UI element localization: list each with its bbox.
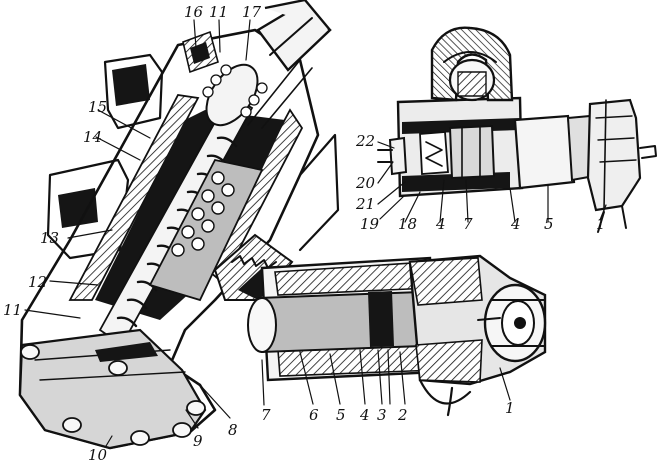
callout-2: 2 — [397, 406, 408, 424]
callout-4-inset-right: 4 — [510, 215, 521, 233]
callout-1-inset: 1 — [596, 215, 606, 233]
callout-17: 17 — [242, 3, 262, 21]
callout-4-inset-left: 4 — [435, 215, 446, 233]
adjusting-nut-top — [182, 30, 219, 74]
callout-13: 13 — [40, 229, 59, 247]
output-shaft-end — [247, 297, 277, 353]
frame-rail-dark-slot-2 — [112, 64, 150, 106]
callout-20: 20 — [355, 174, 376, 192]
housing-wall-left-section — [68, 94, 200, 301]
input-shaft — [247, 0, 332, 129]
pitman-arm-base — [418, 378, 472, 417]
callout-11-left: 11 — [3, 301, 22, 319]
end-cover — [18, 328, 207, 450]
callout-6: 6 — [309, 406, 319, 424]
output-shaft-groove — [368, 291, 394, 347]
callout-9: 9 — [193, 432, 203, 450]
inset-tie-rod-end — [377, 26, 657, 233]
callout-5-main: 5 — [336, 406, 346, 424]
callout-16: 16 — [184, 3, 204, 21]
ball-nut — [148, 158, 264, 302]
upper-bearing — [202, 63, 268, 127]
steering-gear-housing — [18, 0, 340, 450]
mounting-bracket — [103, 53, 164, 130]
callout-11-top: 11 — [209, 3, 228, 21]
callout-5-inset: 5 — [544, 215, 554, 233]
callout-15: 15 — [88, 98, 107, 116]
frame-rail-dark-slot — [58, 188, 98, 228]
callout-7-main: 7 — [261, 406, 271, 424]
output-inner-shaft — [256, 290, 424, 354]
callout-3: 3 — [377, 406, 387, 424]
callout-labels: 16 11 17 15 14 13 12 11 10 9 8 7 6 5 4 3… — [3, 3, 606, 463]
leader-lines — [24, 19, 607, 447]
callout-19: 19 — [360, 215, 380, 233]
callout-1-main: 1 — [505, 399, 515, 417]
callout-7-inset: 7 — [463, 215, 473, 233]
callout-21: 21 — [355, 195, 375, 213]
housing-rib — [298, 133, 340, 252]
callout-22: 22 — [355, 132, 375, 150]
callout-10: 10 — [88, 446, 108, 463]
callout-12: 12 — [28, 273, 47, 291]
callout-4-main: 4 — [359, 406, 370, 424]
callout-18: 18 — [398, 215, 417, 233]
callout-8: 8 — [228, 421, 238, 439]
output-shaft-assembly — [247, 254, 547, 417]
callout-14: 14 — [83, 128, 102, 146]
castle-nut — [408, 254, 547, 386]
